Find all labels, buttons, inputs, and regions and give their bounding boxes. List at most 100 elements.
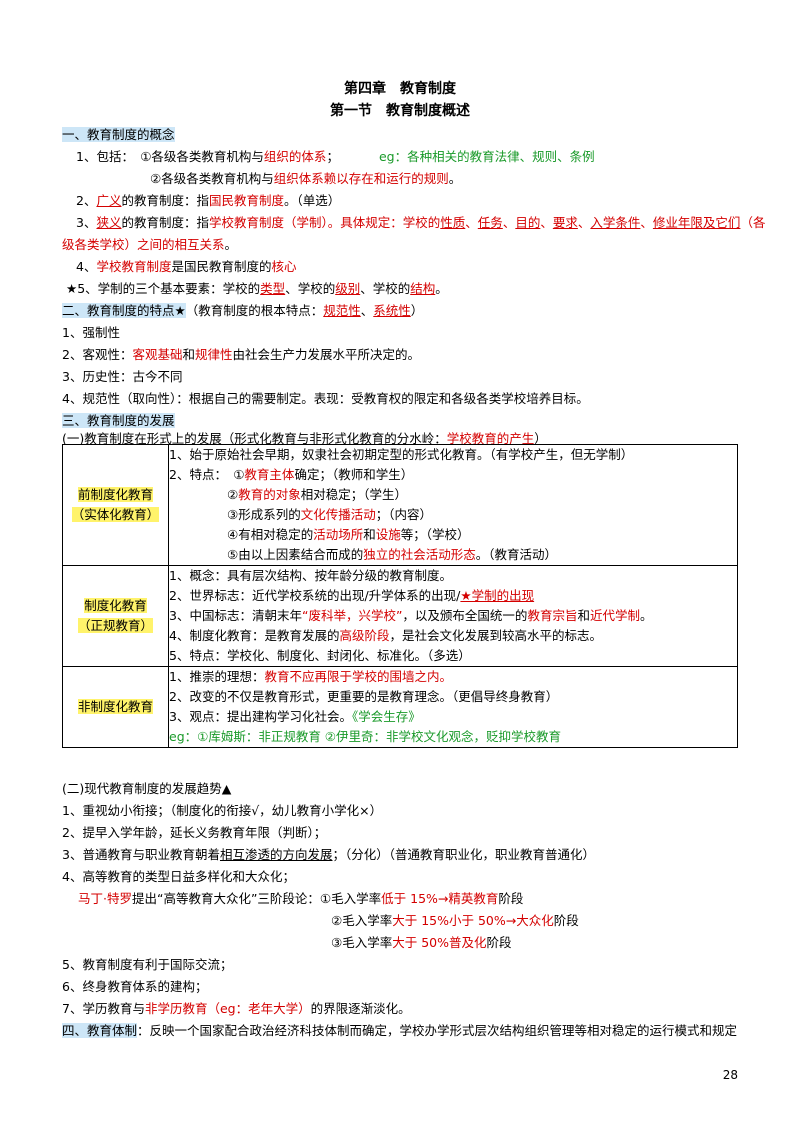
t: （各 <box>740 215 766 230</box>
t: 学校教育制度（学制） <box>208 215 328 230</box>
t: ，以及颁布全国统一的 <box>402 608 528 623</box>
t: 、 <box>640 215 653 230</box>
t: ⑤由以上因素结合而成的 <box>227 547 364 562</box>
s4-heading-text: 四、教育体制 <box>62 1023 138 1038</box>
r: ②教育的对象相对稳定；（学生） <box>169 485 737 505</box>
chapter-title: 第四章 教育制度 <box>344 81 456 97</box>
t: 高级阶段 <box>339 628 390 643</box>
t: 。 <box>448 171 462 186</box>
trend6: 6、终身教育体系的建构； <box>62 979 208 994</box>
t: 组织体系赖以存在和运行的规则 <box>273 171 449 186</box>
t: 阶段 <box>498 891 524 906</box>
t: 3、 <box>76 215 97 230</box>
t: 近代学制 <box>589 608 640 623</box>
t: 、学校的 <box>285 281 336 296</box>
t: 修业年限及它们 <box>652 215 741 230</box>
trend2: 2、提早入学年龄，延长义务教育年限（判断）； <box>62 825 327 840</box>
t: 由社会生产力发展水平所决定的。 <box>232 347 421 362</box>
t: 教育主体 <box>244 467 295 482</box>
r: 3、中国标志：清朝末年“废科举，兴学校”，以及颁布全国统一的教育宗旨和近代学制。 <box>169 606 737 626</box>
table-label-cell: 前制度化教育 （实体化教育） <box>62 444 169 566</box>
t: 和 <box>577 608 590 623</box>
t: 目的 <box>515 215 541 230</box>
t: 3、观点：提出建构学习化社会。 <box>169 709 352 724</box>
trend1: 1、重视幼小衔接；（制度化的衔接√，幼儿教育小学化×） <box>62 803 383 818</box>
t: 1、概念：具有层次结构、按年龄分级的教育制度。 <box>169 568 452 583</box>
t: 组织的体系 <box>263 149 327 164</box>
r: ④有相对稳定的活动场所和设施等；（学校） <box>169 525 737 545</box>
t: ③形成系列的 <box>227 507 301 522</box>
t: 学校教育的产生 <box>446 431 535 446</box>
education-forms-table: 前制度化教育 （实体化教育） 1、始于原始社会早期，奴隶社会初期定型的形式化教育… <box>62 444 738 748</box>
t: 非制度化教育 <box>77 699 153 714</box>
section-title: 第一节 教育制度概述 <box>330 103 470 119</box>
t: ；（内容） <box>375 507 432 522</box>
t: ，是社会文化发展到较高水平的标志。 <box>389 628 602 643</box>
t: 的界限逐渐淡化。 <box>310 1001 411 1016</box>
trend3: 3、普通教育与职业教育朝着相互渗透的方向发展；（分化）（普通教育职业化，职业教育… <box>62 844 595 863</box>
t: 是国民教育制度的 <box>171 259 272 274</box>
t: 阶段 <box>553 913 579 928</box>
t: 确定；（教师和学生） <box>294 467 414 482</box>
t: ②各级各类教育机构与 <box>150 171 274 186</box>
s1-item1b: ②各级各类教育机构与组织体系赖以存在和运行的规则。 <box>150 168 461 187</box>
t: 2、改变的不仅是教育形式，更重要的是教育理念。（更倡导终身教育） <box>169 689 559 704</box>
t: 级各类学校）之间的相互关系 <box>62 237 225 252</box>
t: 类型 <box>260 281 286 296</box>
t: 任务 <box>477 215 503 230</box>
t: 4、 <box>76 259 97 274</box>
label-line: （正规教育） <box>63 616 168 636</box>
table-label-cell: 非制度化教育 <box>62 666 169 748</box>
t: 国民教育制度 <box>208 193 284 208</box>
t: ★5、学制的三个基本要素：学校的 <box>66 281 261 296</box>
t: 的教育制度：指 <box>121 193 209 208</box>
t: 。 <box>224 237 238 252</box>
t: 非学历教育（eg：老年大学） <box>144 1001 311 1016</box>
t: 和 <box>363 527 376 542</box>
r: 3、观点：提出建构学习化社会。《学会生存》 <box>169 707 737 727</box>
t: 相对稳定；（学生） <box>300 487 407 502</box>
s2-item4: 4、规范性（取向性）：根据自己的需要制定。表现：受教育权的限定和各级各类学校培养… <box>62 391 589 406</box>
t: 、 <box>540 215 553 230</box>
r: 2、世界标志：近代学校系统的出现/升学体系的出现/★学制的出现 <box>169 586 737 606</box>
t: 学校教育制度 <box>96 259 172 274</box>
s1-item5: ★5、学制的三个基本要素：学校的类型、学校的级别、学校的结构。 <box>66 278 448 297</box>
t: 。具体规定：学校的 <box>327 215 441 230</box>
t: 狭义 <box>96 215 122 230</box>
t: （教育制度的根本特点： <box>185 303 324 318</box>
trend4: 4、高等教育的类型日益多样化和大众化； <box>62 869 295 884</box>
s1-item4: 4、学校教育制度是国民教育制度的核心 <box>76 256 297 275</box>
t: 等；（学校） <box>400 527 470 542</box>
t: 马丁·特罗 <box>78 891 132 906</box>
table-label-cell: 制度化教育 （正规教育） <box>62 565 169 667</box>
t: ；（分化）（普通教育职业化，职业教育普通化） <box>332 847 595 862</box>
r: 2、特点： ①教育主体确定；（教师和学生） <box>169 465 737 485</box>
t: 文化传播活动 <box>300 507 376 522</box>
s1-item3b: 级各类学校）之间的相互关系。 <box>62 234 237 253</box>
t: 大于 15%小于 50%→大众化 <box>392 913 554 928</box>
t: 大于 50%普及化 <box>392 935 487 950</box>
t: 4、制度化教育：是教育发展的 <box>169 628 340 643</box>
s1-item2: 2、广义的教育制度：指国民教育制度。（单选） <box>76 190 340 209</box>
t: 、 <box>465 215 478 230</box>
t: 2、世界标志：近代学校系统的出现/升学体系的出现/ <box>169 588 461 603</box>
t: 核心 <box>271 259 297 274</box>
s3-heading-text: 三、教育制度的发展 <box>62 413 175 428</box>
t: ★学制的出现 <box>460 588 535 603</box>
s2-item1: 1、强制性 <box>62 325 120 340</box>
s2-item2: 2、客观性：客观基础和规律性由社会生产力发展水平所决定的。 <box>62 344 420 363</box>
t: 的教育制度：指 <box>121 215 209 230</box>
t: 2、特点： ① <box>169 467 245 482</box>
s3-sub2: (二)现代教育制度的发展趋势▲ <box>62 781 232 796</box>
s1-item3: 3、狭义的教育制度：指学校教育制度（学制）。具体规定：学校的性质、任务、目的、要… <box>76 212 765 231</box>
t: （实体化教育） <box>71 507 160 522</box>
t: 级别 <box>335 281 361 296</box>
trend5: 5、教育制度有利于国际交流； <box>62 957 233 972</box>
s2-heading: 二、教育制度的特点★（教育制度的根本特点：规范性、系统性） <box>62 300 423 319</box>
s2-item3: 3、历史性：古今不同 <box>62 369 183 384</box>
t: 1、包括： ①各级各类教育机构与 <box>76 149 264 164</box>
t: eg：①库姆斯：非正规教育 ②伊里奇：非学校文化观念，贬抑学校教育 <box>169 729 562 744</box>
t: 。 <box>639 608 653 623</box>
t: 。 <box>435 281 448 296</box>
